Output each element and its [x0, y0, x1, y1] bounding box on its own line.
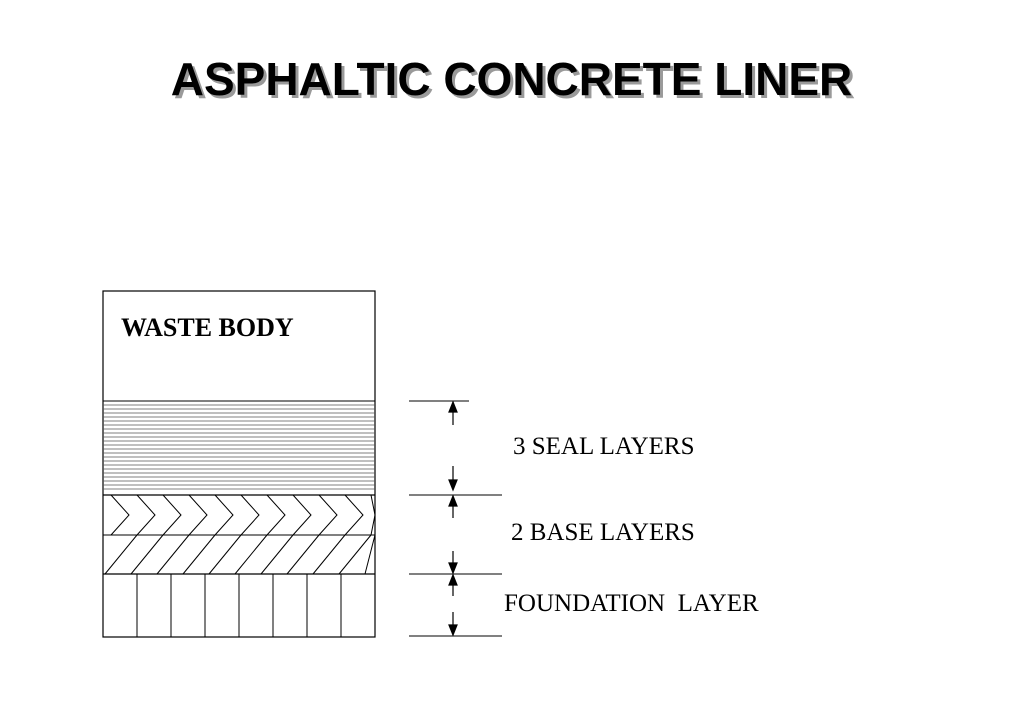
- base-diagonal: [234, 534, 268, 575]
- dimension-arrows: [448, 400, 458, 637]
- base-diagonal: [286, 534, 320, 575]
- base-chevron: [188, 494, 208, 536]
- base-layers-label: 2 BASE LAYERS: [511, 519, 695, 546]
- base-diagonal: [312, 534, 346, 575]
- seal-layers-label: 3 SEAL LAYERS: [513, 433, 695, 460]
- foundation-layer-hatching: [136, 574, 342, 637]
- base-diagonal: [104, 534, 138, 575]
- base-diagonal: [260, 534, 294, 575]
- dimension-lines: [409, 400, 502, 637]
- base-diagonal: [130, 534, 164, 575]
- base-chevron: [214, 494, 234, 536]
- base-chevron: [110, 494, 130, 536]
- base-chevron: [292, 494, 312, 536]
- seal-layers-hatching: [103, 404, 375, 490]
- base-diagonal: [182, 534, 216, 575]
- waste-body-label: WASTE BODY: [121, 313, 294, 342]
- foundation-layer-label: FOUNDATION LAYER: [504, 590, 759, 617]
- base-diagonal: [156, 534, 190, 575]
- base-chevron: [318, 494, 338, 536]
- base-diagonal: [338, 534, 372, 575]
- base-chevron: [136, 494, 156, 536]
- base-diagonal: [208, 534, 242, 575]
- base-chevron: [240, 494, 260, 536]
- base-chevron: [162, 494, 182, 536]
- base-chevron: [266, 494, 286, 536]
- base-diagonal: [364, 534, 376, 575]
- page-title: ASPHALTIC CONCRETE LINER: [170, 53, 853, 105]
- base-chevron: [370, 494, 376, 536]
- base-chevron: [344, 494, 364, 536]
- base-layers-chevrons: [104, 494, 376, 575]
